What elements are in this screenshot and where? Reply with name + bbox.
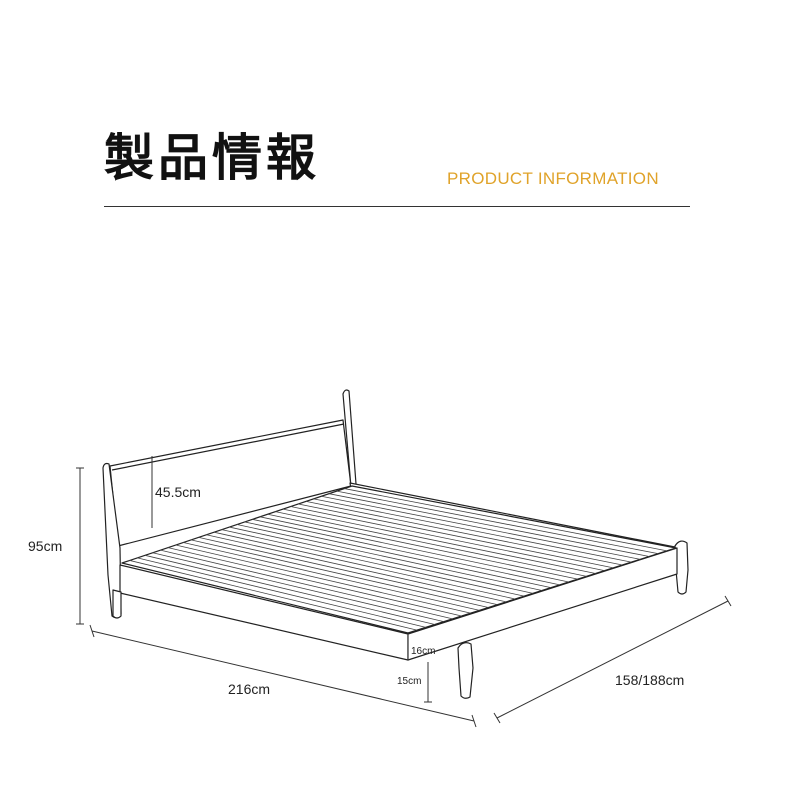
slat xyxy=(221,529,525,597)
slat xyxy=(275,511,587,577)
slat xyxy=(298,503,614,569)
slat xyxy=(321,495,641,560)
page-subtitle: PRODUCT INFORMATION xyxy=(447,169,659,188)
slat xyxy=(305,501,623,566)
head-leg xyxy=(112,589,122,619)
slat xyxy=(198,536,498,606)
label-length: 216cm xyxy=(228,681,270,697)
slat xyxy=(267,513,578,580)
slat xyxy=(229,526,534,594)
slat xyxy=(144,554,435,625)
page-title: 製品情報 xyxy=(104,129,320,187)
slat xyxy=(167,547,462,617)
slat xyxy=(328,493,650,557)
slat xyxy=(183,542,480,611)
slat xyxy=(344,488,668,552)
slat xyxy=(236,524,543,591)
slat xyxy=(336,490,659,555)
label-total-height: 95cm xyxy=(28,538,62,554)
slat xyxy=(137,557,426,628)
headboard-post-right xyxy=(342,389,357,488)
slat xyxy=(160,549,453,620)
slat xyxy=(129,560,418,631)
foot-post-front xyxy=(457,642,474,699)
slat xyxy=(213,531,516,600)
slat xyxy=(252,518,560,586)
label-frame-height: 16cm xyxy=(411,646,435,657)
slat xyxy=(313,498,632,563)
label-leg-clearance: 15cm xyxy=(397,676,421,687)
slat xyxy=(290,506,605,572)
label-width: 158/188cm xyxy=(615,672,684,688)
slat xyxy=(175,544,471,614)
slat xyxy=(206,534,507,603)
slat xyxy=(282,508,596,574)
slat xyxy=(152,552,444,623)
header-divider xyxy=(104,206,690,207)
slat xyxy=(259,516,569,583)
label-headboard-height: 45.5cm xyxy=(155,484,201,500)
slat xyxy=(244,521,552,589)
dimension-lines xyxy=(76,456,732,728)
foot-post-right xyxy=(674,540,689,595)
slats xyxy=(129,488,668,631)
slat xyxy=(190,539,489,608)
